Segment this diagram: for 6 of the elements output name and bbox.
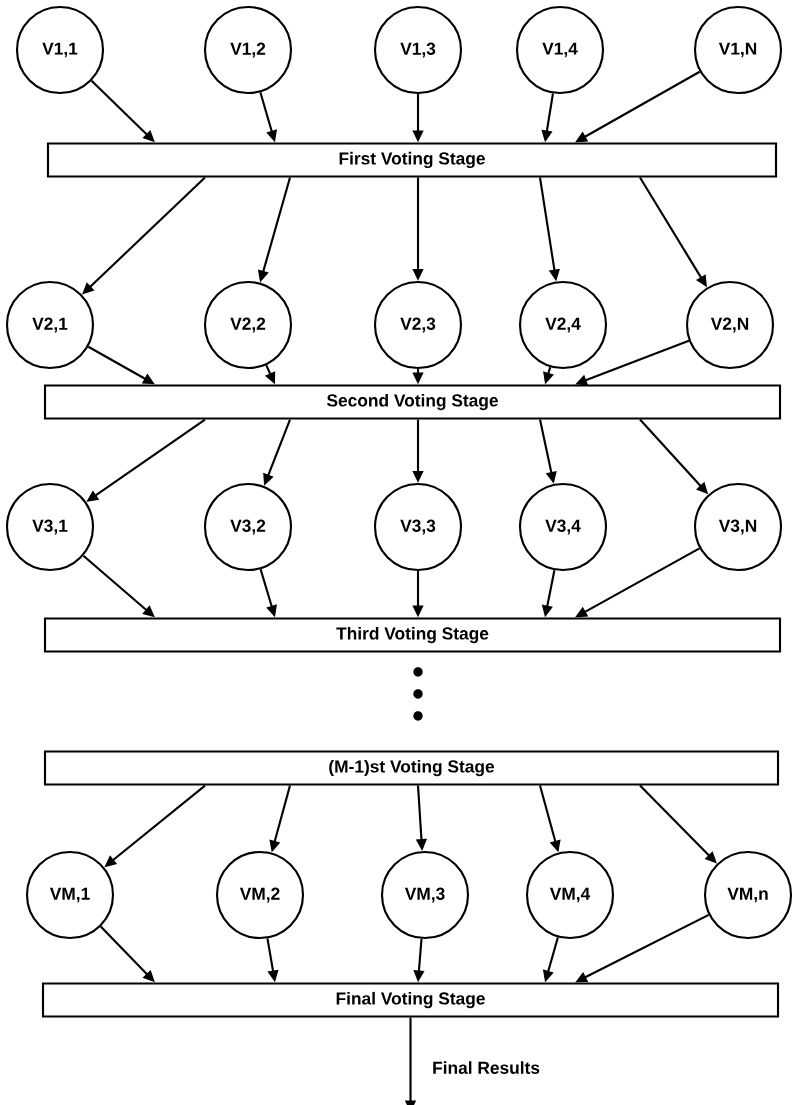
voting-stage-bar: Second Voting Stage	[43, 384, 782, 420]
voting-stage-bar: First Voting Stage	[46, 142, 778, 178]
edge-label: Final Results	[433, 1061, 540, 1074]
voting-stage-bar: Final Voting Stage	[41, 982, 780, 1018]
voting-stage-bar: Third Voting Stage	[43, 617, 782, 653]
voting-stage-bar: (M-1)st Voting Stage	[43, 750, 780, 786]
